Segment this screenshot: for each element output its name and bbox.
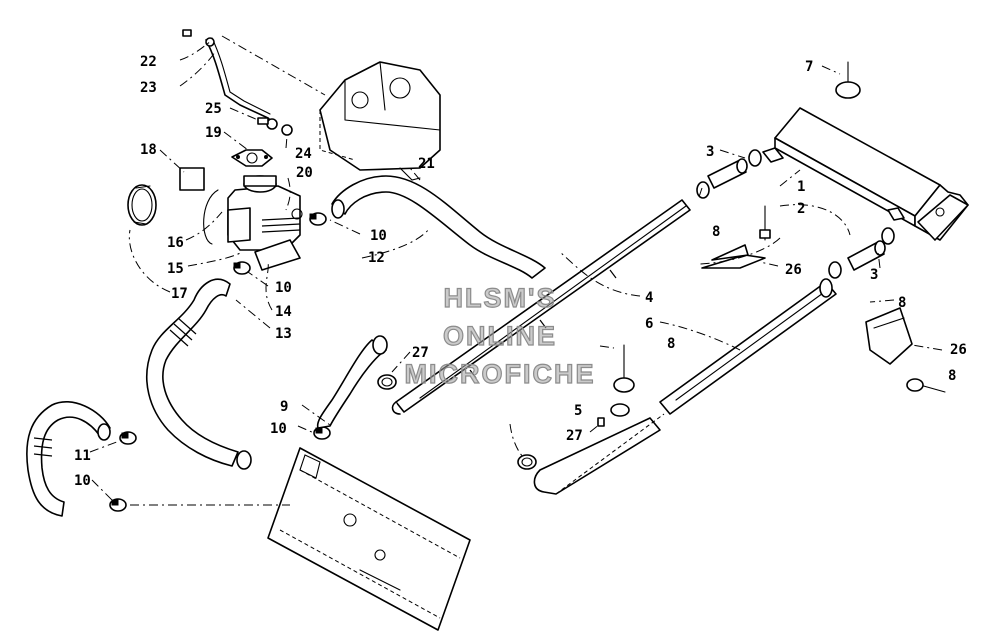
short-hose-lower — [828, 227, 895, 279]
decal — [179, 167, 205, 191]
callout-19: 19 — [205, 125, 222, 141]
hose-clamp-d — [119, 431, 137, 445]
hardware-7 — [835, 61, 861, 99]
callout-12: 12 — [368, 250, 385, 266]
hardware-8-c — [610, 403, 630, 417]
hardware-8-a — [759, 205, 771, 241]
callout-8-a: 8 — [712, 224, 720, 240]
clamp-27-a — [377, 374, 397, 390]
callout-23: 23 — [140, 80, 157, 96]
callout-9: 9 — [280, 399, 288, 415]
band-clamp — [127, 184, 157, 226]
callout-numbers: 22 23 25 19 18 24 20 21 16 15 17 10 12 1… — [74, 54, 967, 489]
callout-27-b: 27 — [566, 428, 583, 444]
hose-far-left — [26, 400, 111, 517]
callout-24: 24 — [295, 146, 312, 162]
coolant-bottle — [203, 175, 303, 271]
hose-lower-loop — [145, 278, 252, 470]
callout-10-b: 10 — [275, 280, 292, 296]
callout-26-b: 26 — [950, 342, 967, 358]
callout-20: 20 — [296, 165, 313, 181]
callout-10-d: 10 — [74, 473, 91, 489]
cooler-tube-long — [391, 199, 691, 415]
callout-25: 25 — [205, 101, 222, 117]
callout-3-b: 3 — [870, 267, 878, 283]
callout-5: 5 — [574, 403, 582, 419]
leader-lines — [89, 35, 943, 506]
engine-outline — [319, 61, 441, 181]
callout-8-b: 8 — [667, 336, 675, 352]
callout-3-a: 3 — [706, 144, 714, 160]
callout-15: 15 — [167, 261, 184, 277]
callout-18: 18 — [140, 142, 157, 158]
hardware-5 — [597, 417, 605, 427]
callout-8-d: 8 — [948, 368, 956, 384]
hose-clamp-c — [313, 426, 331, 440]
watermark-line-1: HLSM'S — [444, 283, 557, 313]
hose-clamp-e — [109, 498, 127, 512]
watermark-line-2: ONLINE — [443, 321, 557, 351]
bracket-lower — [865, 307, 913, 365]
heat-exchanger — [533, 278, 837, 495]
callout-1: 1 — [797, 179, 805, 195]
coolant-tube — [182, 29, 293, 136]
callout-10-a: 10 — [370, 228, 387, 244]
callout-10-c: 10 — [270, 421, 287, 437]
hose-clamp-a — [309, 212, 327, 226]
callout-6: 6 — [645, 316, 653, 332]
hardware-8-b — [613, 344, 635, 393]
cooler-body — [762, 107, 969, 241]
callout-4: 4 — [645, 290, 653, 306]
hose-upper — [331, 175, 546, 279]
watermark: HLSM'S ONLINE MICROFICHE — [404, 282, 596, 389]
callout-21: 21 — [418, 156, 435, 172]
callout-2: 2 — [797, 201, 805, 217]
clamp-27-b — [517, 454, 537, 470]
hose-9 — [316, 335, 388, 429]
hardware-8-d — [906, 378, 946, 393]
hose-clamp-b — [233, 261, 251, 275]
tunnel-plate — [267, 447, 471, 631]
callout-11: 11 — [74, 448, 91, 464]
watermark-line-3: MICROFICHE — [405, 359, 596, 389]
callout-14: 14 — [275, 304, 292, 320]
callout-7: 7 — [805, 59, 813, 75]
callout-26-a: 26 — [785, 262, 802, 278]
callout-16: 16 — [167, 235, 184, 251]
callout-22: 22 — [140, 54, 157, 70]
gasket — [231, 149, 273, 167]
bracket-upper — [701, 244, 766, 269]
callout-13: 13 — [275, 326, 292, 342]
callout-8-c: 8 — [898, 295, 906, 311]
callout-27-a: 27 — [412, 345, 429, 361]
callout-17: 17 — [171, 286, 188, 302]
